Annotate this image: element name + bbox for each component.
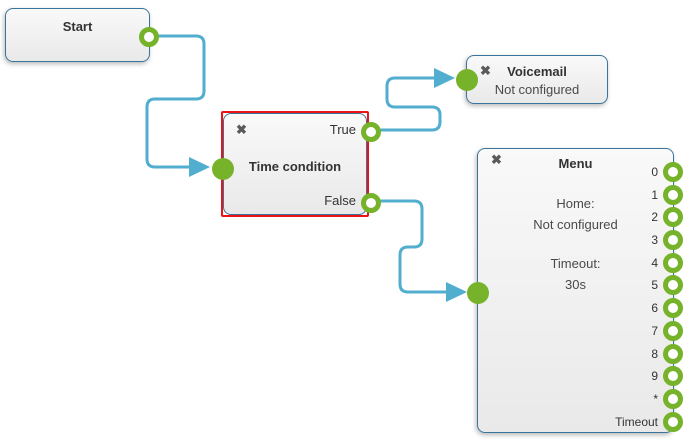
menu-port-label: 1 bbox=[651, 188, 658, 202]
node-menu[interactable]: ✖ Menu Home: Not configured Timeout: 30s… bbox=[467, 148, 683, 433]
menu-port-row: 2 bbox=[651, 207, 683, 227]
menu-port-row: 7 bbox=[651, 321, 683, 341]
connector-false-to-menu[interactable] bbox=[368, 199, 446, 294]
menu-port-label: 6 bbox=[651, 301, 658, 315]
arrowhead-into-menu bbox=[446, 282, 467, 302]
node-voicemail-title: Voicemail bbox=[507, 64, 567, 79]
menu-port-label: 7 bbox=[651, 324, 658, 338]
menu-output-port-7[interactable] bbox=[663, 321, 683, 341]
menu-port-label: * bbox=[653, 392, 658, 406]
menu-input-port[interactable] bbox=[467, 282, 489, 304]
false-output-label: False bbox=[324, 193, 356, 208]
menu-timeout-label: Timeout: bbox=[550, 256, 601, 271]
menu-port-label: Timeout bbox=[615, 415, 658, 429]
arrowhead-into-voicemail bbox=[434, 68, 455, 88]
menu-port-label: 9 bbox=[651, 369, 658, 383]
true-output-label: True bbox=[329, 122, 356, 137]
menu-port-label: 3 bbox=[651, 233, 658, 247]
menu-output-port-2[interactable] bbox=[663, 207, 683, 227]
menu-port-row: 3 bbox=[651, 230, 683, 250]
menu-port-row: 8 bbox=[651, 344, 683, 364]
connector-start-to-timecondition[interactable] bbox=[145, 34, 206, 169]
menu-output-port-1[interactable] bbox=[663, 185, 683, 205]
node-start-title: Start bbox=[62, 19, 93, 34]
node-voicemail-status: Not configured bbox=[494, 82, 580, 97]
node-timecondition-selection: ✖ True Time condition False bbox=[212, 111, 381, 217]
menu-port-row: Timeout bbox=[615, 412, 683, 432]
timecondition-true-port[interactable] bbox=[361, 122, 381, 142]
menu-port-row: 6 bbox=[651, 298, 683, 318]
node-timecondition-title: Time condition bbox=[248, 159, 342, 174]
timecondition-false-port[interactable] bbox=[361, 193, 381, 213]
node-timecondition[interactable]: ✖ True Time condition False bbox=[223, 113, 367, 215]
start-output-port[interactable] bbox=[139, 27, 159, 47]
menu-port-row: 5 bbox=[651, 275, 683, 295]
menu-output-port-timeout[interactable] bbox=[663, 412, 683, 432]
close-icon[interactable]: ✖ bbox=[480, 63, 491, 78]
menu-port-row: 0 bbox=[651, 162, 683, 182]
menu-port-row: * bbox=[653, 389, 683, 409]
node-start[interactable]: Start bbox=[5, 8, 159, 62]
voicemail-input-port[interactable] bbox=[456, 69, 478, 91]
menu-port-label: 8 bbox=[651, 347, 658, 361]
close-icon[interactable]: ✖ bbox=[236, 122, 247, 137]
arrowhead-into-timecondition bbox=[189, 157, 210, 177]
menu-output-port-5[interactable] bbox=[663, 275, 683, 295]
timecondition-input-port[interactable] bbox=[212, 158, 234, 180]
menu-home-label: Home: bbox=[556, 196, 595, 211]
menu-port-label: 0 bbox=[651, 165, 658, 179]
menu-output-port-4[interactable] bbox=[663, 253, 683, 273]
connector-true-to-voicemail[interactable] bbox=[368, 76, 442, 132]
node-menu-title: Menu bbox=[558, 156, 593, 171]
menu-port-row: 1 bbox=[651, 185, 683, 205]
close-icon[interactable]: ✖ bbox=[491, 152, 502, 167]
menu-output-port-8[interactable] bbox=[663, 344, 683, 364]
menu-output-port-6[interactable] bbox=[663, 298, 683, 318]
menu-output-port-3[interactable] bbox=[663, 230, 683, 250]
menu-output-port-9[interactable] bbox=[663, 366, 683, 386]
menu-port-label: 4 bbox=[651, 256, 658, 270]
menu-timeout-value: 30s bbox=[565, 277, 586, 292]
node-voicemail[interactable]: ✖ Voicemail Not configured bbox=[456, 55, 608, 104]
menu-port-row: 4 bbox=[651, 253, 683, 273]
menu-output-port-star[interactable] bbox=[663, 389, 683, 409]
menu-home-value: Not configured bbox=[533, 217, 618, 232]
menu-port-label: 5 bbox=[651, 278, 658, 292]
menu-port-label: 2 bbox=[651, 210, 658, 224]
menu-output-port-0[interactable] bbox=[663, 162, 683, 182]
menu-port-row: 9 bbox=[651, 366, 683, 386]
